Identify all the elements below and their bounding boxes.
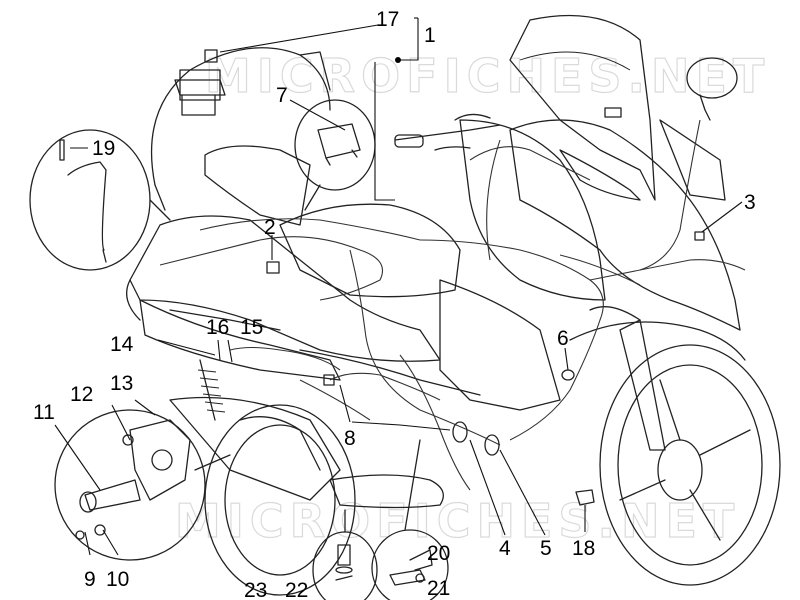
scooter-drawing xyxy=(126,14,781,596)
callout-labels: 1 2 3 4 5 6 7 8 9 10 11 12 13 14 15 16 1… xyxy=(33,8,756,600)
detail-bubble-bolt-clamp xyxy=(371,439,449,600)
callout-11: 11 xyxy=(33,401,55,424)
detail-bubble-fuse-box xyxy=(150,47,331,211)
callout-3: 3 xyxy=(744,191,756,214)
detail-bubble-bolt-small xyxy=(312,509,378,600)
callout-19: 19 xyxy=(92,137,115,160)
callout-18: 18 xyxy=(572,537,595,560)
callout-16: 16 xyxy=(206,316,229,339)
wiring-harness xyxy=(159,107,746,506)
callout-1: 1 xyxy=(424,24,436,47)
detail-bubble-relay xyxy=(294,99,376,211)
callout-7: 7 xyxy=(276,84,288,107)
leader-lines xyxy=(54,17,743,556)
callout-23: 23 xyxy=(244,579,267,600)
callout-14: 14 xyxy=(110,333,134,356)
callout-9: 9 xyxy=(84,568,96,591)
detail-bubble-ground-cable xyxy=(29,129,171,271)
callout-2: 2 xyxy=(264,216,276,239)
callout-5: 5 xyxy=(540,537,552,560)
callout-4: 4 xyxy=(499,537,511,560)
callout-12: 12 xyxy=(70,383,93,406)
callout-10: 10 xyxy=(106,568,129,591)
detail-bubble-rear-harness xyxy=(54,409,231,561)
callout-20: 20 xyxy=(427,542,450,565)
callout-21: 21 xyxy=(427,577,450,600)
watermark-bottom: MICROFICHES.NET xyxy=(175,494,740,548)
callout-8: 8 xyxy=(344,427,356,450)
callout-6: 6 xyxy=(557,327,569,350)
callout-17: 17 xyxy=(376,8,399,31)
watermark-top: MICROFICHES.NET xyxy=(205,49,770,103)
callout-22: 22 xyxy=(285,579,308,600)
callout-15: 15 xyxy=(240,316,263,339)
callout-13: 13 xyxy=(110,372,133,395)
